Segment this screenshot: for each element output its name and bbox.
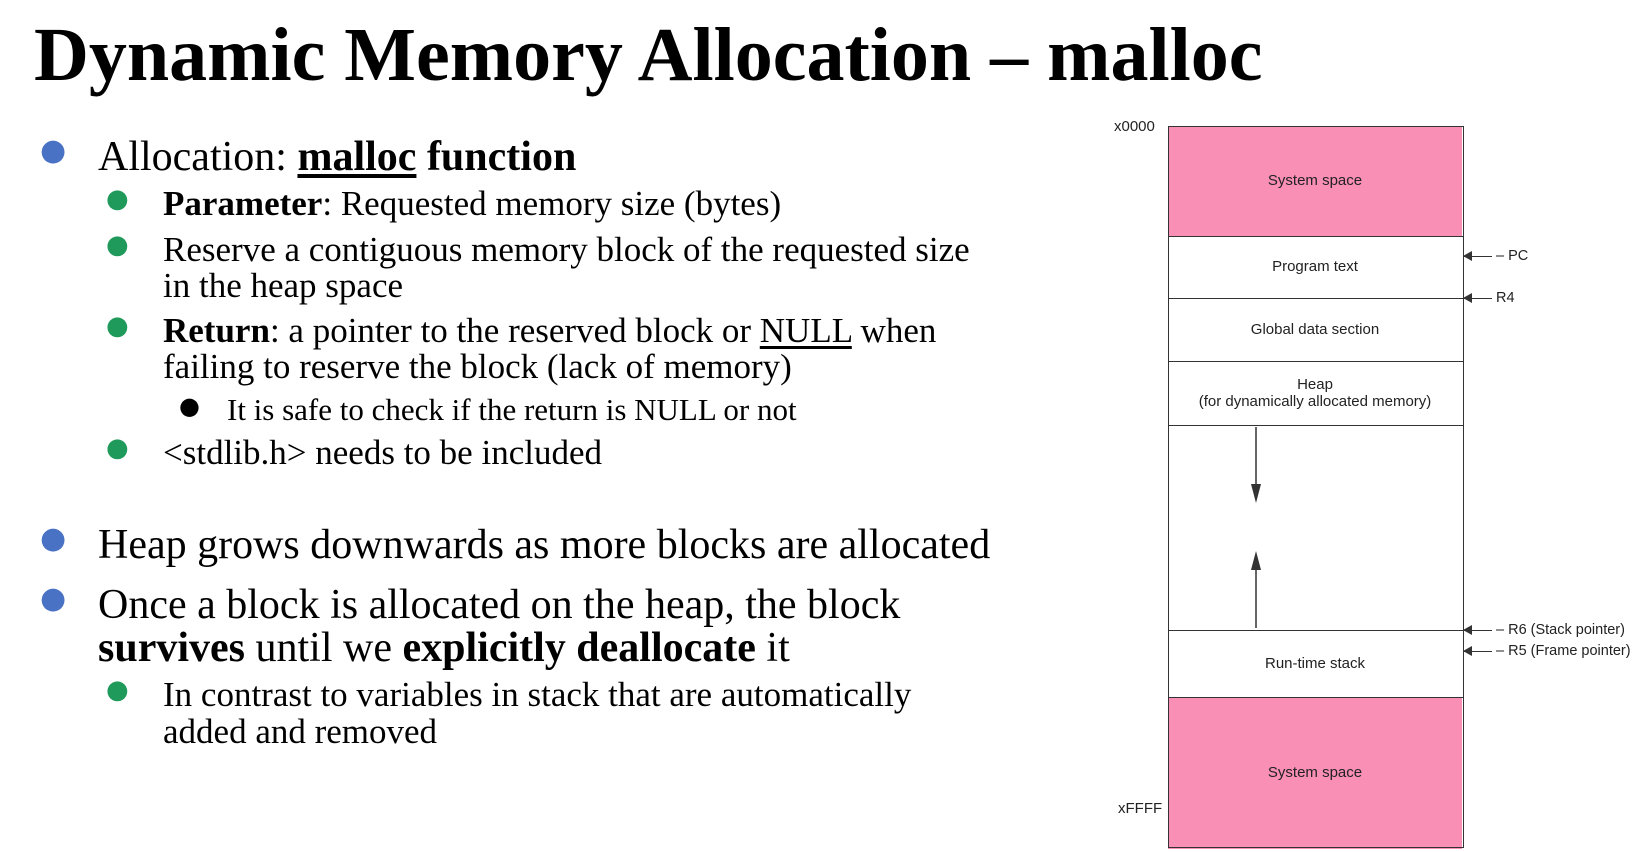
register-r5-label: – R5 (Frame pointer) <box>1496 643 1631 659</box>
growth-arrows <box>1251 427 1261 628</box>
runtime-stack-label: Run-time stack <box>1264 654 1366 672</box>
register-r5: – R5 (Frame pointer) <box>1463 643 1631 659</box>
reserve-line2: in the heap space <box>163 266 404 305</box>
bullet-contrast-cont: added and removed <box>163 714 437 749</box>
divider-line <box>1168 630 1464 631</box>
left-arrow-icon <box>1463 646 1492 656</box>
bullet-survives: ● Once a block is allocated on the heap,… <box>40 582 901 628</box>
runtime-stack-segment: Run-time stack <box>1168 630 1462 697</box>
safe-check-text: It is safe to check if the return is NUL… <box>227 392 797 427</box>
bullet-parameter: ● Parameter: Requested memory size (byte… <box>106 184 782 223</box>
bullet-dot: ● <box>40 521 67 556</box>
survives-line1: Once a block is allocated on the heap, t… <box>98 582 901 628</box>
contrast-line2: added and removed <box>163 712 438 751</box>
register-r6-label: – R6 (Stack pointer) <box>1496 622 1625 638</box>
bullet-stdlib: ● <stdlib.h> needs to be included <box>106 433 602 472</box>
bullet-dot: ● <box>106 184 129 214</box>
survives-bold: survives <box>98 625 245 671</box>
heap-sub-label: (for dynamically allocated memory) <box>1198 393 1432 410</box>
bullet-dot: ● <box>106 311 129 341</box>
bullet-dot: ● <box>40 581 67 616</box>
bullet-heap-grows: ● Heap grows downwards as more blocks ar… <box>40 522 991 568</box>
malloc-keyword: malloc <box>297 134 417 180</box>
parameter-text: : Requested memory size (bytes) <box>322 184 782 223</box>
register-pc-label: – PC <box>1496 248 1529 264</box>
bullet-reserve-cont: in the heap space <box>163 268 403 303</box>
bullet-dot: ● <box>106 675 129 705</box>
explicitly-deallocate-bold: explicitly deallocate <box>402 625 756 671</box>
program-text-label: Program text <box>1272 258 1358 276</box>
divider-line <box>1168 361 1464 362</box>
system-space-bottom-label: System space <box>1267 764 1363 782</box>
bullet-allocation: ● Allocation: malloc function <box>40 134 577 180</box>
return-label: Return <box>163 311 270 350</box>
system-space-bottom: System space <box>1168 697 1462 849</box>
divider-line <box>1168 298 1464 299</box>
bullet-safe-check: ● It is safe to check if the return is N… <box>179 392 797 427</box>
bullet-reserve: ● Reserve a contiguous memory block of t… <box>106 230 970 269</box>
left-arrow-icon <box>1463 251 1492 261</box>
survives-end: it <box>755 625 790 671</box>
survives-mid: until we <box>245 625 403 671</box>
system-space-top: System space <box>1168 126 1462 236</box>
null-word: NULL <box>759 311 852 350</box>
heap-grows-text: Heap grows downwards as more blocks are … <box>98 522 991 568</box>
bullet-dot: ● <box>106 433 129 463</box>
bullet-contrast: ● In contrast to variables in stack that… <box>106 675 912 714</box>
heap-label: Heap <box>1297 375 1333 393</box>
memory-map-diagram: x0000 xFFFF System space Program text Gl… <box>1110 118 1640 852</box>
return-text-b: when <box>851 311 937 350</box>
divider-line <box>1168 236 1464 237</box>
divider-line <box>1168 697 1464 698</box>
address-top: x0000 <box>1114 118 1155 135</box>
global-data-segment: Global data section <box>1168 298 1462 361</box>
heap-segment: Heap (for dynamically allocated memory) <box>1168 361 1462 425</box>
bullet-return: ● Return: a pointer to the reserved bloc… <box>106 311 937 350</box>
register-r6: – R6 (Stack pointer) <box>1463 622 1625 638</box>
divider-line <box>1168 425 1464 426</box>
program-text-segment: Program text <box>1168 236 1462 298</box>
global-data-label: Global data section <box>1250 320 1380 338</box>
return-text-a: : a pointer to the reserved block or <box>269 311 760 350</box>
system-space-top-label: System space <box>1267 172 1363 190</box>
bullet-return-cont: failing to reserve the block (lack of me… <box>163 349 792 384</box>
return-line2: failing to reserve the block (lack of me… <box>163 347 792 386</box>
slide-title: Dynamic Memory Allocation – malloc <box>34 13 1263 97</box>
bullet-dot: ● <box>179 392 200 420</box>
contrast-line1: In contrast to variables in stack that a… <box>163 675 912 714</box>
register-pc: – PC <box>1463 248 1529 264</box>
stdlib-text: <stdlib.h> needs to be included <box>163 433 602 472</box>
allocation-prefix: Allocation: <box>98 134 298 180</box>
stack-growth-arrowhead <box>1251 551 1261 570</box>
left-arrow-icon <box>1463 625 1492 635</box>
allocation-suffix: function <box>416 134 577 180</box>
reserve-line1: Reserve a contiguous memory block of the… <box>163 230 970 269</box>
bullet-dot: ● <box>40 133 67 168</box>
address-bottom: xFFFF <box>1118 800 1163 817</box>
left-arrow-icon <box>1463 293 1492 303</box>
bullet-survives-cont: survives until we explicitly deallocate … <box>98 627 790 669</box>
heap-growth-arrowhead <box>1251 484 1261 503</box>
bullet-dot: ● <box>106 230 129 260</box>
register-r4: R4 <box>1463 290 1515 306</box>
parameter-label: Parameter <box>163 184 323 223</box>
register-r4-label: R4 <box>1496 290 1515 306</box>
